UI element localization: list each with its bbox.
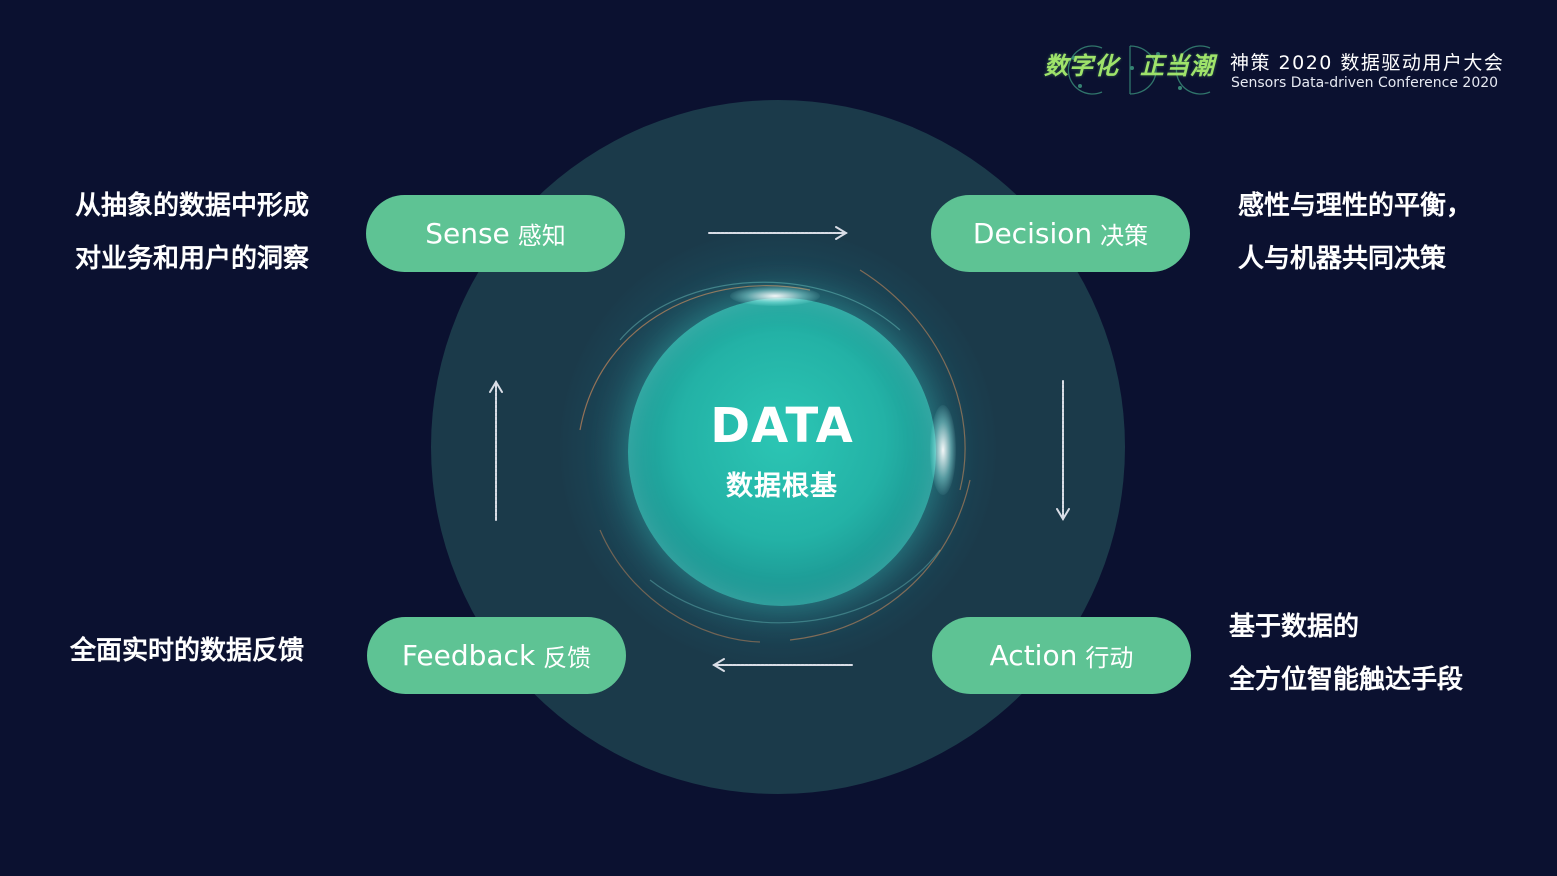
conference-subtitle: Sensors Data-driven Conference 2020	[1231, 75, 1499, 91]
conference-title: 神策 2020 数据驱动用户大会	[1230, 52, 1505, 74]
cdc-logo-icon	[1067, 45, 1211, 95]
description-line: 从抽象的数据中形成	[75, 191, 310, 221]
stage-label-en: Sense	[425, 217, 510, 250]
stage-pill-feedback: Feedback 反馈	[367, 617, 626, 694]
stage-label-cn: 行动	[1085, 644, 1134, 672]
stage-label-cn: 反馈	[543, 644, 592, 672]
description-line: 人与机器共同决策	[1238, 244, 1447, 274]
logo-word-trend: 正当潮	[1140, 51, 1215, 80]
swirl-lines-icon	[579, 269, 971, 643]
stage-pill-sense: Sense 感知	[366, 195, 625, 272]
conference-logo: 数字化 正当潮	[1040, 38, 1220, 102]
stage-label-en: Action	[989, 639, 1078, 672]
stage-pill-decision: Decision 决策	[931, 195, 1190, 272]
stage-label-en: Feedback	[401, 639, 536, 672]
action-description: 基于数据的 全方位智能触达手段	[1229, 601, 1463, 707]
stage-label-cn: 决策	[1100, 222, 1149, 250]
feedback-description: 全面实时的数据反馈	[70, 625, 304, 678]
data-core-sphere	[628, 298, 936, 606]
stage-label-en: Decision	[972, 217, 1093, 250]
core-highlight-top	[730, 286, 820, 306]
description-line: 基于数据的	[1229, 612, 1360, 642]
decision-description: 感性与理性的平衡， 人与机器共同决策	[1238, 180, 1472, 286]
core-title: DATA	[710, 398, 854, 454]
description-line: 全面实时的数据反馈	[70, 636, 305, 666]
core-highlight-right	[930, 405, 956, 495]
description-line: 对业务和用户的洞察	[75, 244, 310, 274]
logo-word-digital: 数字化	[1044, 51, 1119, 80]
sense-description: 从抽象的数据中形成 对业务和用户的洞察	[75, 180, 309, 286]
core-subtitle: 数据根基	[726, 471, 838, 502]
stage-label-cn: 感知	[517, 222, 566, 250]
stage-pill-action: Action 行动	[932, 617, 1191, 694]
description-line: 感性与理性的平衡，	[1238, 191, 1473, 221]
description-line: 全方位智能触达手段	[1229, 665, 1464, 695]
